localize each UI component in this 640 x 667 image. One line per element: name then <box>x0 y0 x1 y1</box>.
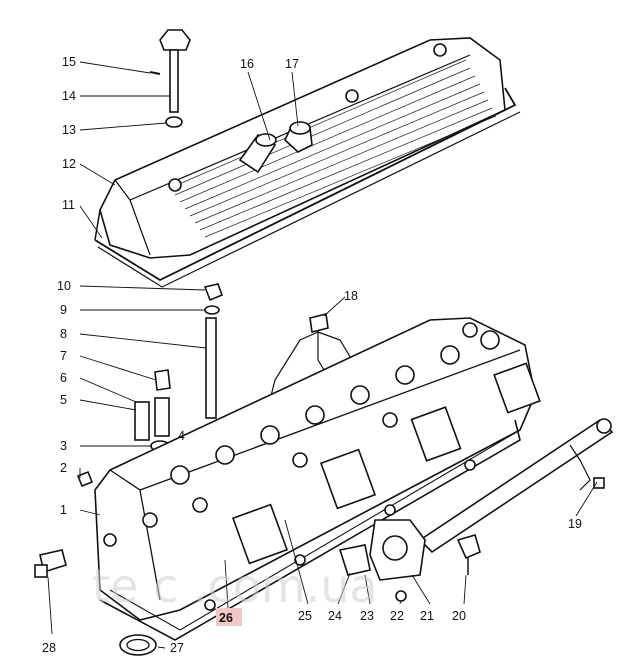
cover-gasket <box>94 87 521 288</box>
valve-cover-hatching <box>169 59 497 238</box>
callout-28: 28 <box>42 641 56 655</box>
callout-13: 13 <box>62 123 76 137</box>
callout-8: 8 <box>60 327 67 341</box>
callout-5: 5 <box>60 393 67 407</box>
callout-23: 23 <box>360 609 374 623</box>
callout-3: 3 <box>60 439 67 453</box>
callout-18: 18 <box>344 289 358 303</box>
callout-7: 7 <box>60 349 67 363</box>
callout-19: 19 <box>568 517 582 531</box>
callout-25: 25 <box>298 609 312 623</box>
callout-9: 9 <box>60 303 67 317</box>
temperature-sensor <box>456 534 481 575</box>
drain-plug <box>34 549 67 578</box>
callout-6: 6 <box>60 371 67 385</box>
filler-neck <box>284 121 313 153</box>
callout-26: 26 <box>219 611 233 625</box>
callout-24: 24 <box>328 609 342 623</box>
callout-21: 21 <box>420 609 434 623</box>
cylinder-head <box>94 317 541 621</box>
watermark: te c .com.ua <box>92 559 378 613</box>
leader-lines <box>47 61 598 649</box>
water-manifold <box>418 418 614 554</box>
callout-14: 14 <box>62 89 76 103</box>
seal-ring <box>119 634 157 656</box>
breather-tube <box>238 133 277 174</box>
nut-22 <box>395 590 407 602</box>
callout-12: 12 <box>62 157 76 171</box>
callout-10: 10 <box>57 279 71 293</box>
callout-4: 4 <box>178 429 185 443</box>
thermostat-housing <box>369 519 426 581</box>
callout-15: 15 <box>62 55 76 69</box>
callout-17: 17 <box>285 57 299 71</box>
callout-2: 2 <box>60 461 67 475</box>
valve-cover <box>99 37 506 259</box>
callout-27: 27 <box>170 641 184 655</box>
callout-labels: 15 14 13 12 11 10 9 8 7 6 5 4 3 2 1 16 1… <box>42 55 582 655</box>
callout-20: 20 <box>452 609 466 623</box>
callout-11: 11 <box>62 198 75 212</box>
oil-filler-cap <box>149 29 191 128</box>
callout-1: 1 <box>60 503 67 517</box>
head-gasket <box>99 419 521 641</box>
highlight-box <box>216 608 242 626</box>
callout-16: 16 <box>240 57 254 71</box>
elbow-fitting <box>338 544 371 576</box>
callout-22: 22 <box>390 609 404 623</box>
